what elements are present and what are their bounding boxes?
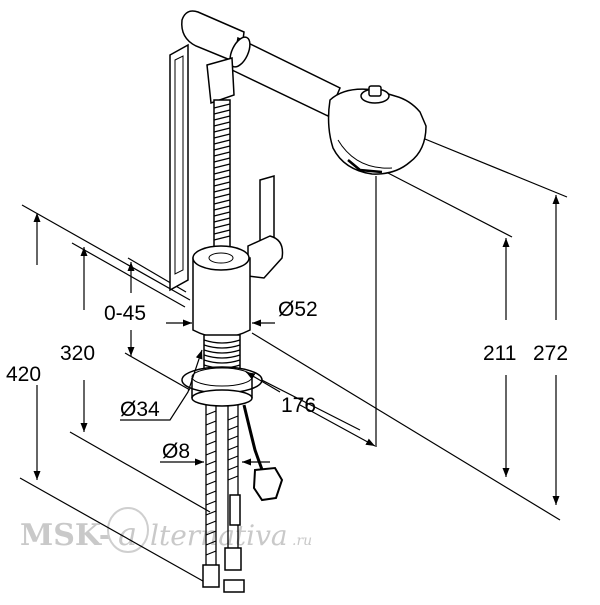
watermark-prefix: MSK-: [20, 518, 111, 553]
dim-272: 272: [533, 342, 568, 365]
dim-0-45: 0-45: [104, 302, 146, 325]
dim-420: 420: [6, 363, 41, 386]
dim-211: 211: [483, 342, 516, 365]
hose-weight: [252, 466, 284, 502]
watermark-suffix: .ru: [292, 533, 312, 549]
dim-320: 320: [60, 342, 95, 365]
pull-out-hose: [206, 57, 235, 251]
supply-hoses: [202, 404, 284, 593]
faucet: [169, 10, 427, 593]
watermark: MSK- a lternativa .ru: [20, 507, 312, 553]
shower-head-cap: [368, 85, 382, 97]
lever-hub: [247, 235, 284, 279]
watermark-logo-ring: [107, 507, 149, 553]
dimension-lines: [33, 195, 560, 505]
lever-handle: [259, 175, 275, 248]
watermark-script: lternativa: [150, 519, 288, 552]
dim-176: 176: [281, 394, 316, 417]
dim-diameter-8: Ø8: [162, 440, 190, 463]
threaded-shank: [181, 334, 263, 407]
dim-diameter-34: Ø34: [120, 398, 160, 421]
dim-diameter-52: Ø52: [278, 298, 318, 321]
faucet-body-top: [192, 245, 250, 271]
mounting-nut: [191, 389, 253, 407]
svg-text:a: a: [118, 515, 137, 553]
deck-lines: [19, 127, 568, 586]
dimension-labels: 420 320 0-45 Ø52 Ø34 176 Ø8 211 272: [6, 298, 568, 463]
